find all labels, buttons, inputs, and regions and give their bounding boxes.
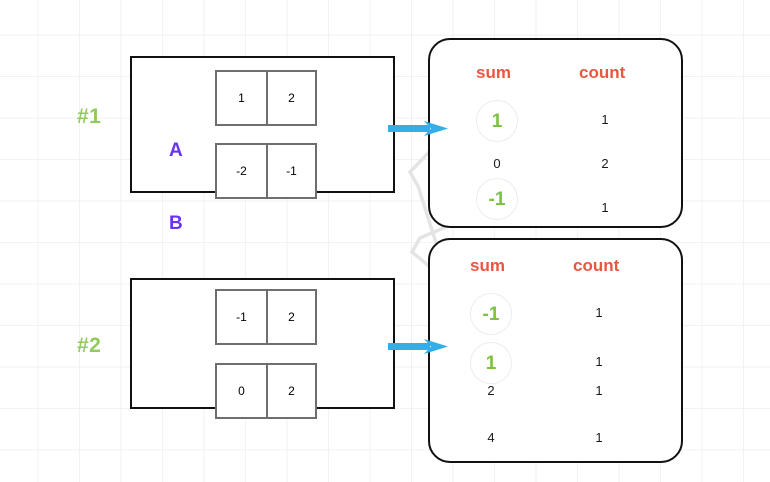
cell-d-1: 2 <box>266 365 315 417</box>
panel1-count-0: 1 <box>601 112 609 127</box>
panel2-header-count: count <box>573 256 620 275</box>
row-pair-a: 1 2 <box>215 70 317 126</box>
panel2-sum-2: 2 <box>487 383 495 398</box>
cell-a-1: 2 <box>266 72 315 124</box>
panel1-header-count: count <box>579 63 626 82</box>
panel1-count-1: 2 <box>601 156 609 171</box>
row-label-b: B <box>169 213 183 234</box>
row-pair-c: -1 2 <box>215 289 317 345</box>
step-label-1: #1 <box>77 105 102 128</box>
row-pair-d: 0 2 <box>215 363 317 419</box>
cell-b-1: -1 <box>266 145 315 197</box>
result-panel-1 <box>428 38 683 228</box>
step-label-2: #2 <box>77 334 102 357</box>
input-block-2: C -1 2 D 0 2 <box>130 278 395 419</box>
cell-c-0: -1 <box>236 310 247 324</box>
panel1-sum-0: 1 <box>476 100 518 142</box>
panel1-sum-2: -1 <box>476 178 518 220</box>
cell-c-1: 2 <box>266 291 315 343</box>
panel2-count-1: 1 <box>595 354 603 369</box>
row-pair-b: -2 -1 <box>215 143 317 199</box>
cell-d-0: 0 <box>238 384 245 398</box>
panel2-count-3: 1 <box>595 430 603 445</box>
panel1-count-2: 1 <box>601 200 609 215</box>
panel2-count-2: 1 <box>595 383 603 398</box>
panel2-sum-0: -1 <box>470 293 512 335</box>
panel2-count-0: 1 <box>595 305 603 320</box>
cell-b-0: -2 <box>236 164 247 178</box>
result-panel-2 <box>428 238 683 463</box>
panel1-sum-1: 0 <box>493 156 501 171</box>
panel2-header-sum: sum <box>470 256 505 275</box>
cell-a-0: 1 <box>238 91 245 105</box>
row-label-a: A <box>169 140 183 161</box>
panel2-sum-3: 4 <box>487 430 495 445</box>
panel2-sum-1: 1 <box>470 342 512 384</box>
input-block-1: A 1 2 B -2 -1 <box>130 56 395 234</box>
panel1-header-sum: sum <box>476 63 511 82</box>
